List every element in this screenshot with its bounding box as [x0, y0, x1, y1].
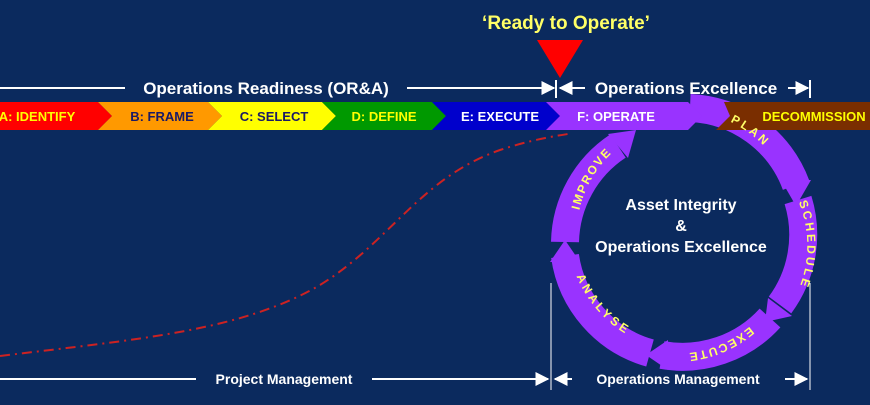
phase-c-label: C: SELECT	[240, 109, 309, 124]
phase-b-block	[98, 102, 222, 130]
cycle-ring	[550, 94, 818, 371]
bottom-span-operations: Operations Management	[553, 371, 809, 387]
milestone-label: ‘Ready to Operate’	[482, 13, 650, 34]
phase-decommission-label: DECOMMISSION	[762, 109, 865, 124]
readiness-label: Operations Readiness (OR&A)	[143, 79, 389, 98]
phase-e-block	[432, 102, 560, 130]
phase-bar: A: IDENTIFY B: FRAME C: SELECT D: DEFINE…	[0, 102, 870, 130]
excellence-label: Operations Excellence	[595, 79, 777, 98]
phase-d-label: D: DEFINE	[352, 109, 417, 124]
top-span-readiness: Operations Readiness (OR&A)	[0, 79, 557, 98]
maturity-curve	[0, 133, 569, 357]
phase-c-block	[208, 102, 336, 130]
bottom-span-project: Project Management	[0, 371, 550, 387]
phase-a-block	[0, 102, 112, 130]
top-span-excellence: Operations Excellence	[558, 79, 811, 98]
phase-b-label: B: FRAME	[130, 109, 194, 124]
phase-d-block	[322, 102, 446, 130]
phase-a-label: A: IDENTIFY	[0, 109, 76, 124]
phase-e-label: E: EXECUTE	[461, 109, 539, 124]
phase-f-block	[546, 102, 702, 130]
operations-management-label: Operations Management	[596, 371, 760, 387]
milestone-marker	[537, 40, 583, 78]
cycle-center-line2: &	[675, 218, 687, 235]
phase-decommission-block	[716, 102, 870, 130]
project-management-label: Project Management	[216, 371, 353, 387]
phase-f-label: F: OPERATE	[577, 109, 655, 124]
cycle-center-line3: Operations Excellence	[595, 239, 767, 256]
cycle-center-line1: Asset Integrity	[625, 197, 736, 214]
